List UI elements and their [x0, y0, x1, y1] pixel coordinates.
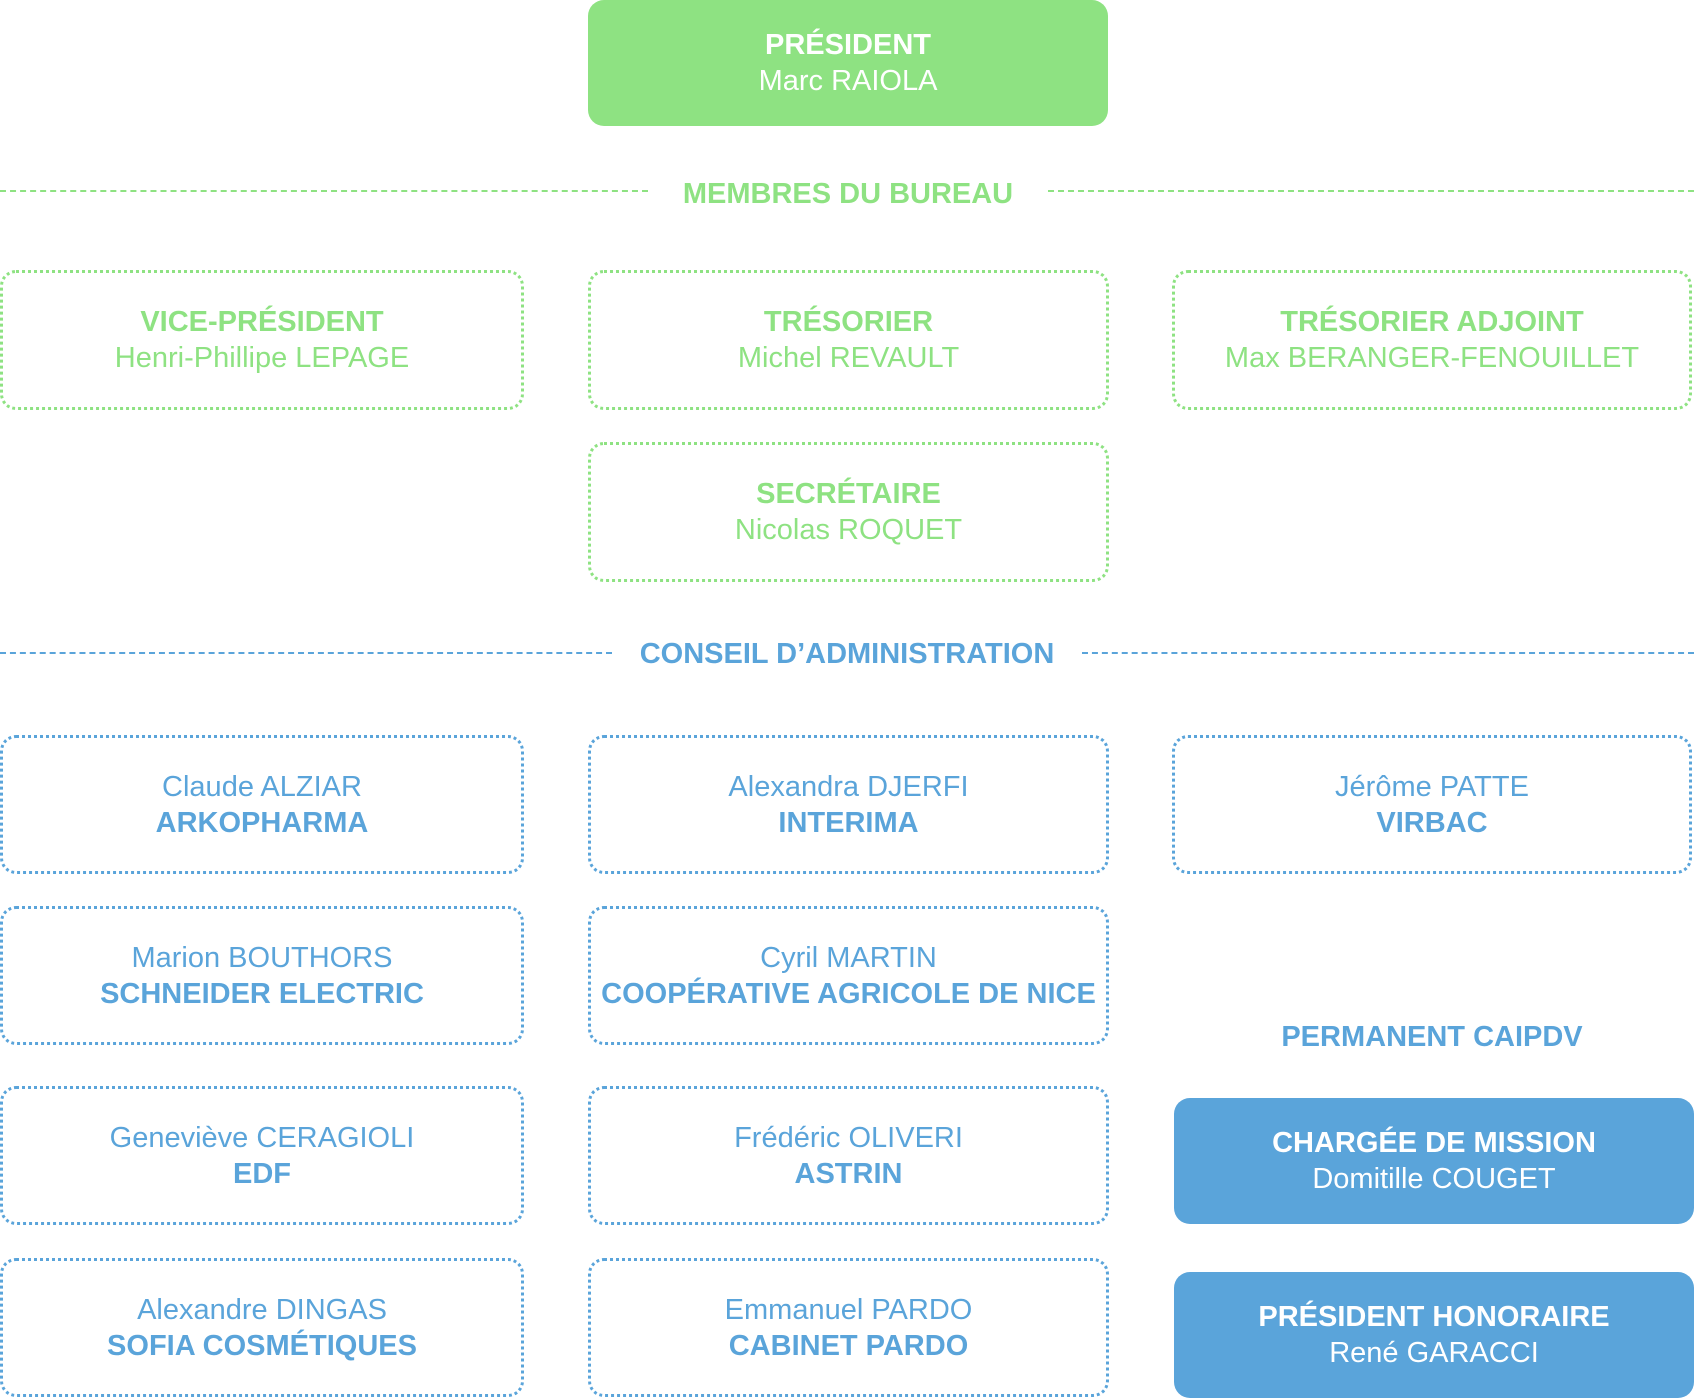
- bureau-member-vice-president: VICE-PRÉSIDENT Henri-Phillipe LEPAGE: [0, 270, 524, 410]
- conseil-member-card: Jérôme PATTE VIRBAC: [1172, 735, 1692, 874]
- president-title: PRÉSIDENT: [765, 29, 931, 61]
- member-company: COOPÉRATIVE AGRICOLE DE NICE: [601, 977, 1096, 1010]
- member-title: VICE-PRÉSIDENT: [140, 306, 384, 338]
- permanent-heading: PERMANENT CAIPDV: [1281, 1021, 1583, 1053]
- member-name: Max BERANGER-FENOUILLET: [1224, 342, 1640, 374]
- member-title: PRÉSIDENT HONORAIRE: [1258, 1301, 1610, 1333]
- member-title: TRÉSORIER: [763, 306, 934, 338]
- conseil-heading: CONSEIL D’ADMINISTRATION: [639, 638, 1055, 670]
- conseil-member-card: Frédéric OLIVERI ASTRIN: [588, 1086, 1109, 1225]
- member-company: SOFIA COSMÉTIQUES: [107, 1329, 417, 1362]
- bureau-member-tresorier-adjoint: TRÉSORIER ADJOINT Max BERANGER-FENOUILLE…: [1172, 270, 1692, 410]
- member-name: Marion BOUTHORS: [131, 941, 393, 974]
- member-company: CABINET PARDO: [728, 1329, 969, 1362]
- conseil-member-card: Alexandre DINGAS SOFIA COSMÉTIQUES: [0, 1258, 524, 1397]
- member-name: Alexandre DINGAS: [137, 1293, 387, 1326]
- member-company: SCHNEIDER ELECTRIC: [100, 977, 424, 1010]
- president-name: Marc RAIOLA: [758, 65, 938, 97]
- member-title: SECRÉTAIRE: [756, 478, 941, 510]
- member-name: Geneviève CERAGIOLI: [109, 1121, 415, 1154]
- member-company: INTERIMA: [778, 806, 919, 839]
- conseil-member-card: Marion BOUTHORS SCHNEIDER ELECTRIC: [0, 906, 524, 1045]
- permanent-member-chargee-de-mission: CHARGÉE DE MISSION Domitille COUGET: [1174, 1098, 1694, 1224]
- bureau-heading: MEMBRES DU BUREAU: [682, 178, 1014, 210]
- member-name: Michel REVAULT: [737, 342, 960, 374]
- conseil-member-card: Cyril MARTIN COOPÉRATIVE AGRICOLE DE NIC…: [588, 906, 1109, 1045]
- bureau-divider-left: [0, 190, 648, 192]
- member-company: ASTRIN: [794, 1157, 903, 1190]
- conseil-divider-right: [1082, 652, 1694, 654]
- bureau-divider-right: [1048, 190, 1694, 192]
- conseil-divider-left: [0, 652, 612, 654]
- member-company: VIRBAC: [1376, 806, 1488, 839]
- member-name: Domitille COUGET: [1312, 1163, 1556, 1195]
- member-name: Nicolas ROQUET: [734, 514, 963, 546]
- bureau-member-tresorier: TRÉSORIER Michel REVAULT: [588, 270, 1109, 410]
- conseil-member-card: Geneviève CERAGIOLI EDF: [0, 1086, 524, 1225]
- member-company: EDF: [233, 1157, 291, 1190]
- conseil-member-card: Alexandra DJERFI INTERIMA: [588, 735, 1109, 874]
- member-name: Emmanuel PARDO: [724, 1293, 973, 1326]
- conseil-member-card: Emmanuel PARDO CABINET PARDO: [588, 1258, 1109, 1397]
- president-box: PRÉSIDENT Marc RAIOLA: [588, 0, 1108, 126]
- member-title: TRÉSORIER ADJOINT: [1280, 306, 1584, 338]
- conseil-member-card: Claude ALZIAR ARKOPHARMA: [0, 735, 524, 874]
- bureau-member-secretaire: SECRÉTAIRE Nicolas ROQUET: [588, 442, 1109, 582]
- member-name: Frédéric OLIVERI: [734, 1121, 963, 1154]
- member-name: Jérôme PATTE: [1335, 770, 1529, 803]
- member-title: CHARGÉE DE MISSION: [1272, 1127, 1596, 1159]
- member-name: Claude ALZIAR: [162, 770, 362, 803]
- member-name: Alexandra DJERFI: [728, 770, 969, 803]
- permanent-member-president-honoraire: PRÉSIDENT HONORAIRE René GARACCI: [1174, 1272, 1694, 1398]
- member-company: ARKOPHARMA: [155, 806, 369, 839]
- member-name: Cyril MARTIN: [760, 941, 937, 974]
- member-name: René GARACCI: [1329, 1337, 1539, 1369]
- member-name: Henri-Phillipe LEPAGE: [114, 342, 410, 374]
